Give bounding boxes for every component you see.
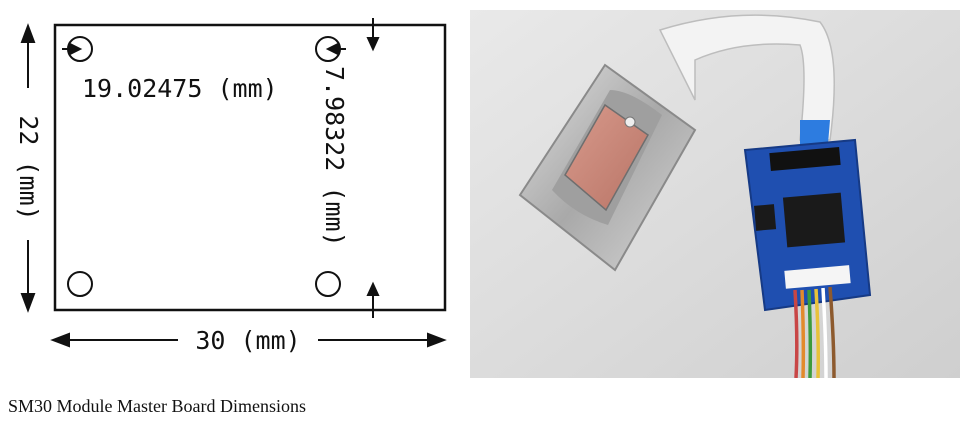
mounting-hole-bottom-left	[67, 271, 93, 297]
vertical-spacing-arrows	[366, 18, 380, 318]
connector-wires	[793, 286, 836, 378]
height-dimension-label: 22 (mm)	[14, 115, 43, 220]
board-dimension-drawing: 22 (mm) 30 (mm) 19.02475 (mm) 7.98322 (m…	[14, 18, 447, 355]
board-outline	[53, 23, 447, 312]
pcb-board	[743, 138, 872, 312]
figure-caption: SM30 Module Master Board Dimensions	[8, 396, 306, 416]
width-dimension-line	[50, 332, 447, 348]
horizontal-hole-spacing-label: 19.02475 (mm)	[82, 74, 278, 103]
mounting-hole-bottom-right	[315, 271, 341, 297]
width-dimension-label: 30 (mm)	[195, 326, 300, 355]
fingerprint-module-photo	[470, 10, 960, 378]
hole-pointer-arrows	[62, 42, 346, 56]
height-dimension-line	[20, 23, 36, 313]
fingerprint-sensor	[518, 63, 697, 272]
vertical-hole-spacing-label: 7.98322 (mm)	[320, 66, 349, 247]
ribbon-cable	[658, 14, 835, 144]
